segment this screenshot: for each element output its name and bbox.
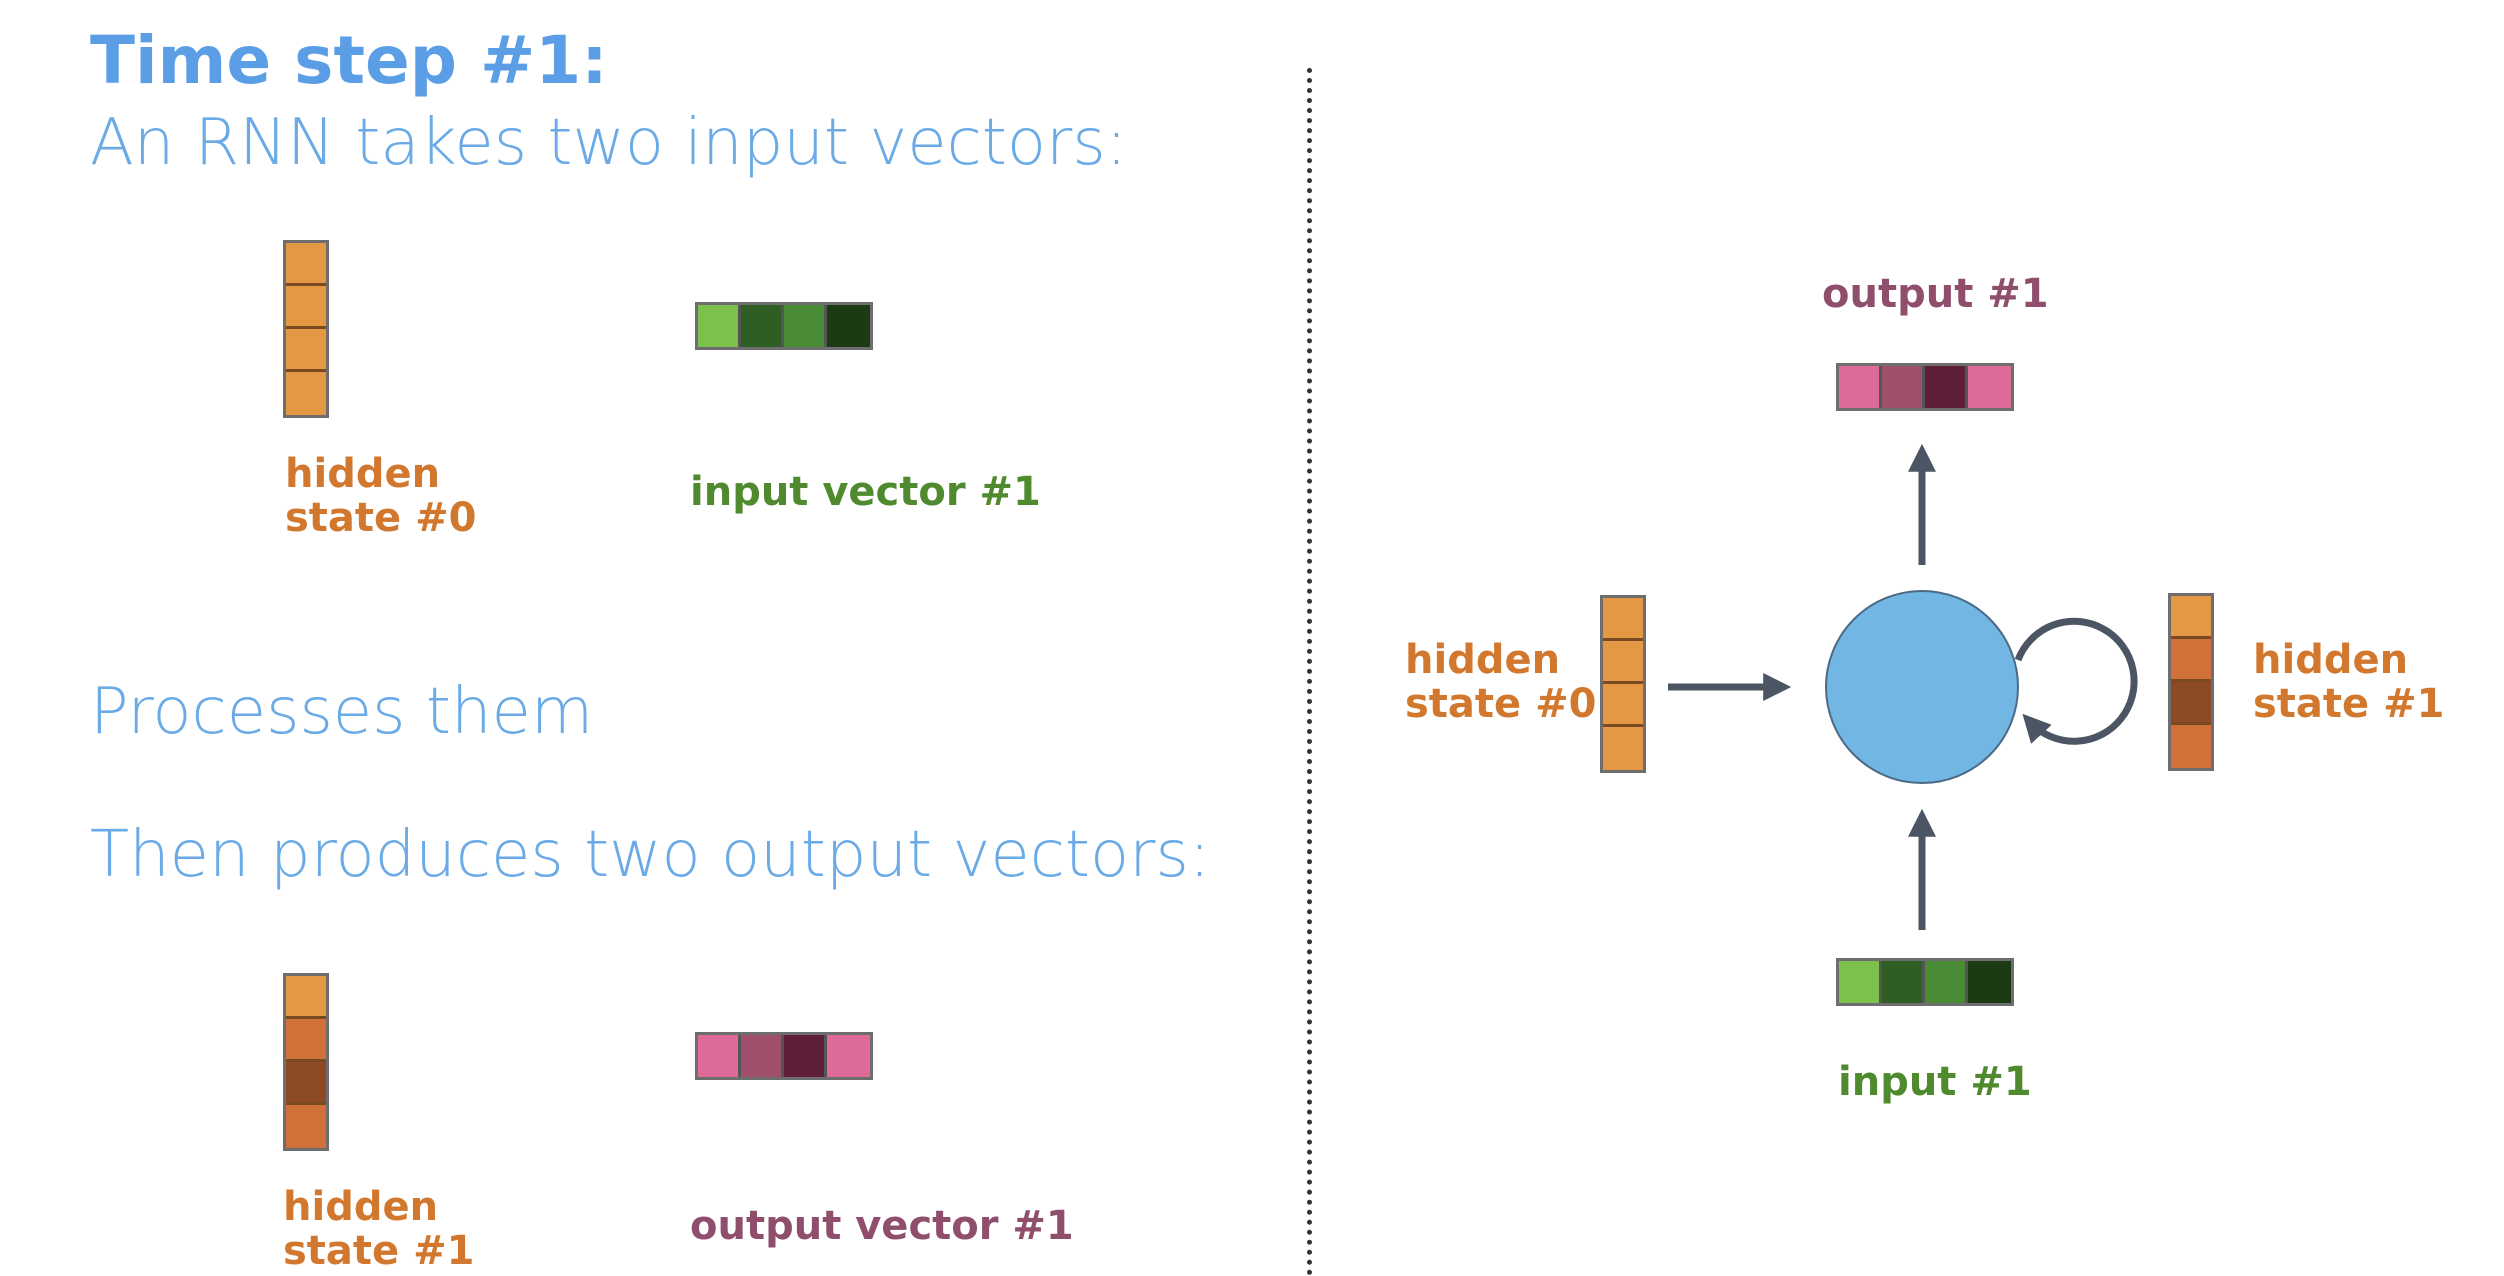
hidden-state-0-in-label: hidden state #0 xyxy=(1405,637,1597,727)
vector-cell xyxy=(286,329,326,372)
intro-text: An RNN takes two input vectors: xyxy=(90,106,1128,180)
output-text: Then produces two output vectors: xyxy=(90,818,1211,892)
recurrent-loop-icon xyxy=(2014,617,2138,745)
vector-cell xyxy=(2171,682,2211,725)
vector-cell xyxy=(1968,961,2011,1003)
vector-cell xyxy=(1603,727,1643,770)
rnn-node xyxy=(1825,590,2019,784)
vector-cell xyxy=(741,305,784,347)
vector-cell xyxy=(1968,366,2011,408)
input-1-label: input #1 xyxy=(1838,1059,2032,1105)
hidden-state-0-vector xyxy=(283,240,329,418)
hidden-state-1-vector xyxy=(283,973,329,1151)
vector-cell xyxy=(827,1035,870,1077)
vector-cell xyxy=(741,1035,784,1077)
step-title: Time step #1: xyxy=(90,22,608,99)
output-1-label: output #1 xyxy=(1822,271,2049,317)
vector-cell xyxy=(1839,961,1882,1003)
vector-cell xyxy=(286,372,326,415)
vector-cell xyxy=(286,286,326,329)
vector-cell xyxy=(286,1062,326,1105)
vector-cell xyxy=(827,305,870,347)
hidden-state-1-label: hidden state #1 xyxy=(283,1184,475,1274)
vector-cell xyxy=(1603,641,1643,684)
output-vector-1-label: output vector #1 xyxy=(690,1203,1074,1249)
vector-cell xyxy=(286,1105,326,1148)
vector-cell xyxy=(698,305,741,347)
vector-cell xyxy=(784,1035,827,1077)
vector-cell xyxy=(286,1019,326,1062)
vector-cell xyxy=(1603,598,1643,641)
hidden-state-1-out-label: hidden state #1 xyxy=(2253,637,2445,727)
dotted-divider xyxy=(1307,68,1312,1276)
input-vector-1 xyxy=(695,302,873,350)
output-vector-1 xyxy=(695,1032,873,1080)
vector-cell xyxy=(1839,366,1882,408)
vector-cell xyxy=(2171,596,2211,639)
process-text: Processes them xyxy=(90,675,594,749)
vector-cell xyxy=(1882,366,1925,408)
input-vector-1-label: input vector #1 xyxy=(690,469,1041,515)
vector-cell xyxy=(784,305,827,347)
hidden-state-0-in-vector xyxy=(1600,595,1646,773)
vector-cell xyxy=(1603,684,1643,727)
vector-cell xyxy=(698,1035,741,1077)
output-1-vector xyxy=(1836,363,2014,411)
vector-cell xyxy=(1925,961,1968,1003)
vector-cell xyxy=(1925,366,1968,408)
hidden-state-1-out-vector xyxy=(2168,593,2214,771)
vector-cell xyxy=(2171,639,2211,682)
input-1-vector xyxy=(1836,958,2014,1006)
vector-cell xyxy=(2171,725,2211,768)
vector-cell xyxy=(286,976,326,1019)
hidden-state-0-label: hidden state #0 xyxy=(285,451,477,541)
vector-cell xyxy=(286,243,326,286)
vector-cell xyxy=(1882,961,1925,1003)
